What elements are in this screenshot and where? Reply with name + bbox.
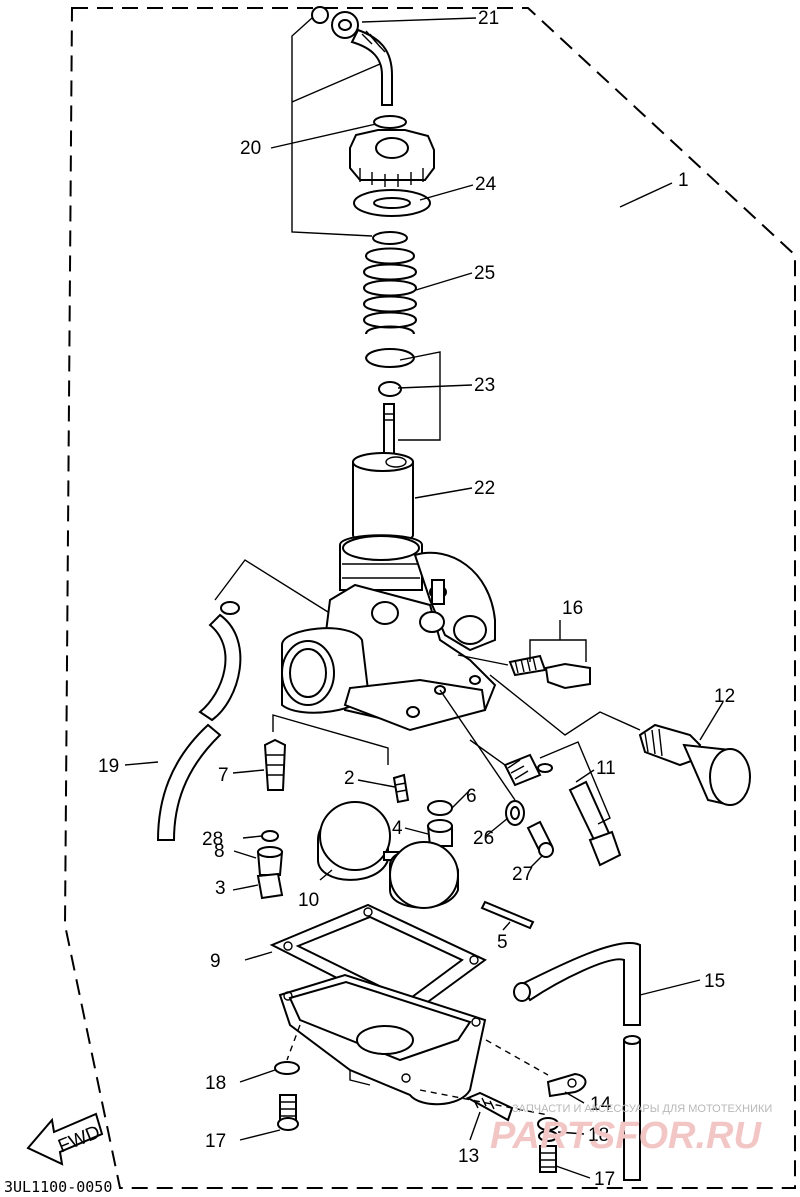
bracket-14-part [546, 1072, 587, 1098]
bracket-11 [539, 741, 611, 825]
starter-jet-part [392, 773, 410, 804]
watermark-caption: ЗАПЧАСТИ И АКСЕССУАРЫ ДЛЯ МОТОТЕХНИКИ [512, 1103, 772, 1115]
label-15: 15 [704, 971, 725, 992]
label-19: 19 [98, 756, 119, 777]
jet-needle-part [383, 403, 395, 457]
label-2: 2 [344, 768, 355, 789]
label-24: 24 [475, 174, 497, 195]
carburetor-body-part [281, 534, 497, 732]
label-27: 27 [512, 864, 533, 885]
label-3: 3 [215, 878, 226, 899]
screw-17-left-part [277, 1094, 299, 1131]
float-valve-part [526, 820, 554, 858]
screw-26-line [439, 689, 516, 801]
throttle-valve-part [352, 452, 414, 544]
cap-washer-part [373, 115, 407, 129]
washer-18-left-part [274, 1061, 300, 1075]
starter-plunger-part [638, 723, 751, 807]
watermark-logo: PARTSFOR.RU [490, 1115, 762, 1157]
bracket-7 [272, 714, 389, 765]
leader-lines [124, 17, 724, 1179]
main-jet-holder-part [256, 872, 284, 900]
hose-leader-line [214, 559, 329, 613]
assembly-boundary [63, 7, 796, 1189]
label-18-right: 18 [588, 1125, 609, 1146]
throttle-spring-part [363, 247, 418, 335]
drawing-code: 3UL1100-0050 [4, 1178, 112, 1196]
o-ring-part [372, 231, 408, 245]
pilot-screw-line [457, 654, 509, 666]
label-21: 21 [478, 8, 499, 29]
pilot-screw-set-part [508, 654, 591, 690]
label-14: 14 [590, 1094, 612, 1115]
top-gasket-part [353, 189, 431, 217]
fwd-arrow-icon: FWD [26, 1112, 103, 1166]
main-jet-part [426, 800, 453, 847]
cable-adjuster-part [311, 6, 393, 106]
label-1: 1 [678, 170, 689, 191]
overflow-hose-part [513, 942, 641, 1181]
label-16: 16 [562, 598, 583, 619]
label-4: 4 [392, 818, 403, 839]
float-chamber-part [278, 973, 487, 1106]
screw-17-right-part [539, 1145, 557, 1173]
needle-clip-part [364, 348, 416, 397]
label-10: 10 [298, 890, 319, 911]
o-ring-28-part [261, 830, 279, 842]
label-12: 12 [714, 686, 735, 707]
throttle-stop-screw-part [503, 753, 622, 867]
label-11: 11 [596, 758, 616, 779]
label-23: 23 [474, 375, 495, 396]
throttle-screw-line [469, 739, 506, 766]
starter-leader-line [489, 674, 641, 736]
float-chamber-dashed-lines [286, 1024, 549, 1116]
label-25: 25 [474, 263, 495, 284]
label-17-right: 17 [594, 1169, 615, 1190]
label-8: 8 [214, 841, 225, 862]
pilot-jet-part [263, 738, 287, 791]
bracket-needle-assembly [398, 351, 441, 441]
label-9: 9 [210, 951, 221, 972]
label-20: 20 [240, 138, 261, 159]
label-17-left: 17 [205, 1131, 226, 1152]
label-6: 6 [466, 786, 477, 807]
needle-jet-part [256, 846, 284, 876]
label-26: 26 [473, 828, 494, 849]
float-pin-part [480, 900, 535, 930]
leader-1 [619, 182, 673, 208]
label-13: 13 [458, 1146, 479, 1167]
label-7: 7 [218, 765, 229, 786]
float-part [317, 801, 459, 909]
bracket-top-assembly [291, 17, 381, 237]
washer-18-right-part [537, 1117, 559, 1142]
label-22: 22 [474, 478, 495, 499]
mixing-chamber-top-part [349, 129, 435, 187]
label-28: 28 [202, 829, 223, 850]
bracket-16 [529, 639, 587, 662]
label-5: 5 [497, 932, 508, 953]
label-18-left: 18 [205, 1073, 226, 1094]
fuel-hose-part [156, 601, 242, 841]
screw-26-part [505, 800, 525, 826]
